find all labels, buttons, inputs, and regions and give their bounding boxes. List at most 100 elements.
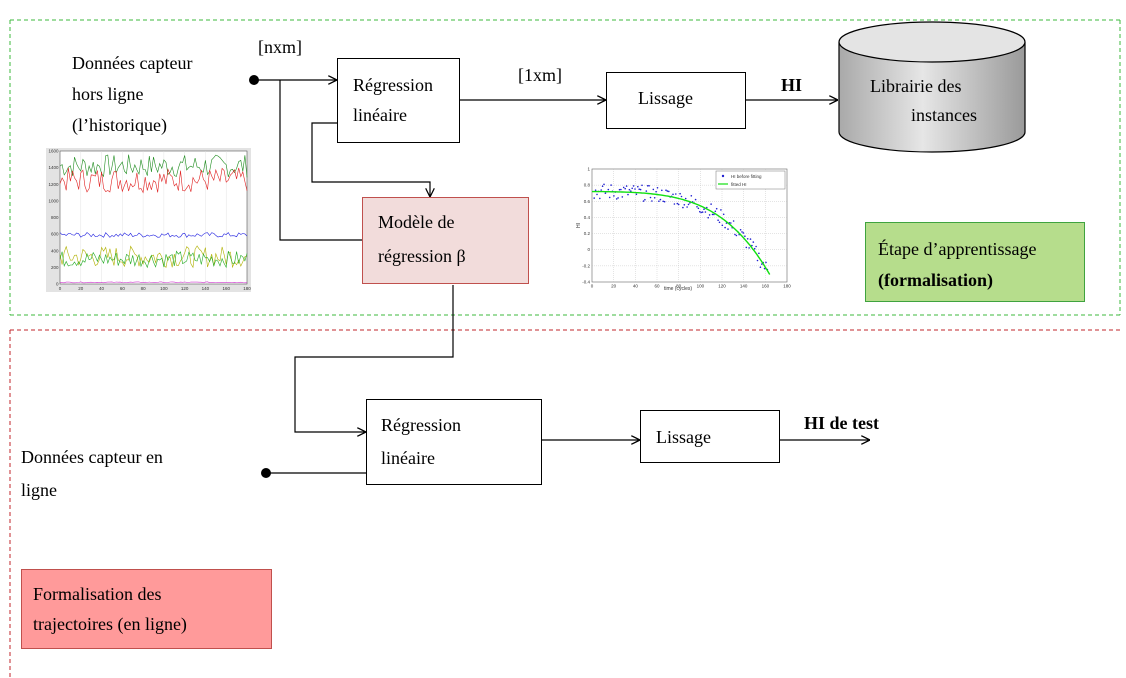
regression-label-2: linéaire (353, 105, 407, 125)
hi-raw-point (642, 200, 645, 202)
learning-input-line-3: (l’historique) (72, 115, 167, 135)
sensor-xtick: 140 (202, 286, 210, 291)
sensor-ytick: 600 (51, 232, 59, 237)
smoothing-box: Lissage (606, 72, 746, 129)
library-label: Librairie des instances (870, 72, 977, 130)
hi-raw-point (621, 196, 624, 198)
hi-raw-point (596, 193, 598, 196)
hi-raw-point (761, 263, 763, 265)
legend-fitted: fitted HI (731, 182, 747, 187)
hi-raw-point (620, 188, 622, 191)
hi-raw-point (703, 208, 705, 210)
hi-raw-point (603, 183, 605, 186)
sensor-ytick: 1400 (48, 165, 59, 170)
hi-xtick: 80 (676, 284, 682, 289)
hi-raw-point (679, 192, 681, 195)
hi-raw-point (756, 259, 759, 262)
sensor-xtick: 20 (78, 286, 84, 291)
learning-branch-wire (279, 80, 362, 241)
hi-raw-point (668, 190, 670, 193)
hi-raw-point (608, 196, 611, 199)
sensor-ytick: 800 (51, 215, 59, 220)
hi-raw-point (663, 200, 666, 203)
online-stage-label: Formalisation des trajectoires (en ligne… (21, 569, 272, 649)
vector-size-label: [1xm] (518, 65, 562, 85)
hi-xtick: 120 (718, 284, 726, 289)
hi-ytick: 0.6 (584, 199, 591, 204)
hi-raw-point (722, 213, 725, 216)
hi-raw-point (765, 261, 767, 264)
hi-raw-point (758, 252, 760, 255)
hi-raw-point (727, 228, 729, 230)
learning-stage-line-1: Étape d’apprentissage (878, 239, 1037, 259)
hi-raw-point (706, 206, 708, 209)
online-zone-border (9, 329, 1120, 678)
hi-raw-point (687, 203, 690, 206)
hi-raw-point (651, 200, 653, 202)
hi-raw-point (734, 233, 736, 236)
hi-raw-point (682, 206, 684, 209)
hi-raw-point (694, 198, 697, 201)
sensor-xtick: 120 (181, 286, 189, 291)
sensor-series-line (59, 232, 248, 238)
hi-raw-point (683, 204, 686, 206)
learning-stage-label: Étape d’apprentissage (formalisation) (865, 222, 1085, 302)
hi-raw-point (659, 198, 662, 201)
sensor-series-line (59, 245, 248, 269)
matrix-size-label: [nxm] (258, 37, 302, 57)
hi-raw-point (715, 207, 718, 210)
hi-raw-point (713, 213, 715, 216)
hi-raw-point (684, 197, 687, 200)
hi-raw-point (742, 232, 745, 234)
hi-raw-point (666, 190, 669, 192)
smoothing-label: Lissage (638, 88, 693, 108)
hi-raw-point (718, 221, 721, 224)
learning-input-line-1: Données capteur (72, 53, 193, 73)
hi-xtick: 60 (654, 284, 660, 289)
hi-raw-point (652, 188, 655, 191)
hi-raw-point (676, 202, 679, 205)
hi-raw-point (658, 200, 660, 202)
sensor-ytick: 1600 (48, 149, 59, 154)
hi-raw-point (631, 187, 633, 190)
hi-raw-point (637, 185, 639, 188)
online-input-line-2: ligne (21, 480, 57, 500)
learning-zone-border (9, 19, 1121, 316)
hi-raw-point (607, 188, 610, 191)
hi-raw-point (673, 203, 676, 205)
hi-xtick: 160 (762, 284, 770, 289)
sensor-ytick: 0 (56, 282, 59, 287)
sensor-series-line (59, 154, 248, 178)
hi-raw-point (690, 195, 693, 197)
hi-raw-point (656, 187, 659, 189)
library-line-2: instances (911, 105, 977, 125)
model-box: Modèle de régression β (362, 197, 529, 284)
hi-raw-point (662, 200, 664, 203)
hi-raw-point (675, 193, 677, 195)
hi-raw-point (745, 246, 748, 249)
hi-raw-point (739, 229, 742, 231)
sensor-series-line (59, 167, 248, 194)
hi-raw-point (599, 197, 601, 200)
hi-ytick: 0.2 (584, 231, 591, 236)
hi-raw-point (655, 190, 657, 193)
hi-raw-point (701, 211, 704, 213)
hi-raw-point (732, 220, 735, 222)
hi-raw-point (641, 184, 643, 187)
hi-ytick: 0.4 (584, 215, 591, 220)
hi-ytick: 0.8 (584, 183, 591, 188)
hi-ytick: 0 (587, 247, 590, 252)
hi-raw-point (686, 206, 688, 208)
hi-xtick: 100 (697, 284, 705, 289)
hi-xtick: 180 (783, 284, 791, 289)
online-stage-line-2: trajectoires (en ligne) (33, 614, 187, 634)
hi-raw-point (730, 222, 732, 224)
sensor-xtick: 100 (160, 286, 168, 291)
online-regression-box: Régression linéaire (366, 399, 542, 485)
model-to-online-wire (294, 285, 454, 432)
hi-raw-point (646, 185, 649, 187)
hi-raw-point (748, 247, 750, 249)
